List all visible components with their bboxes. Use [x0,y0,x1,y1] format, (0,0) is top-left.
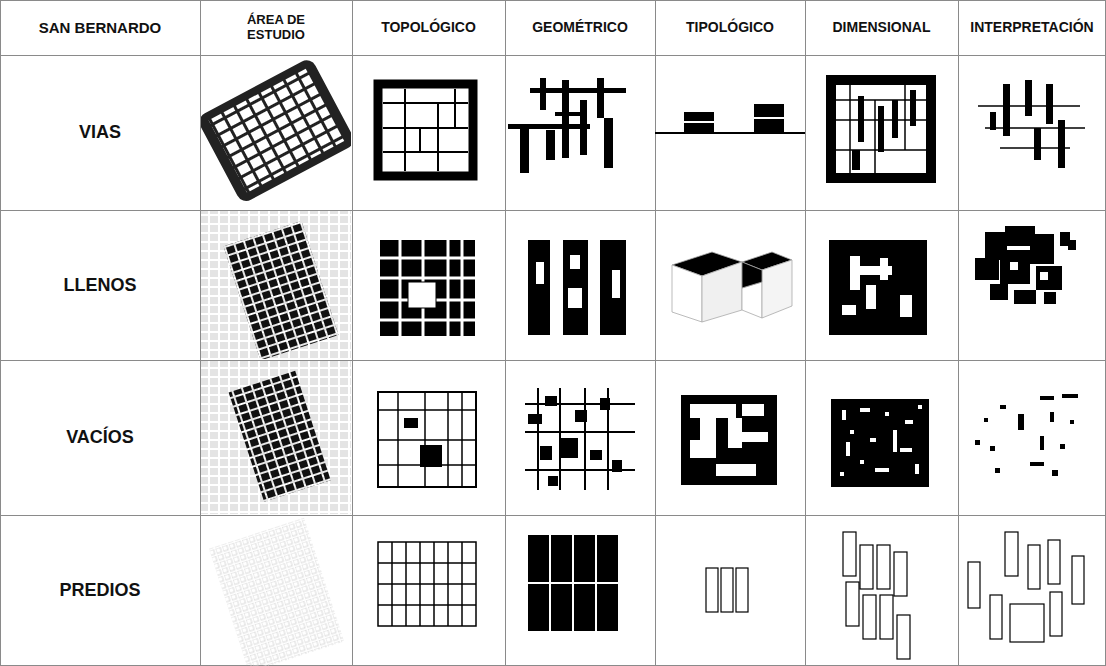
header-cell: SAN BERNARDO [39,19,162,36]
header-cell-box: TIPOLÓGICO [655,0,805,55]
row-label-box: LLENOS [0,210,200,360]
header-cell-box: TOPOLÓGICO [352,0,505,55]
row-label-box: VIAS [0,55,200,210]
header-cell-box: GEOMÉTRICO [505,0,655,55]
header-cell: ÁREA DE ESTUDIO [226,13,326,43]
row-label: PREDIOS [59,580,140,601]
row-label: LLENOS [63,275,136,296]
header-cell-box: SAN BERNARDO [0,0,200,55]
row-label-box: PREDIOS [0,515,200,666]
header-cell: TIPOLÓGICO [686,19,774,35]
header-cell: TOPOLÓGICO [381,19,476,35]
header-cell: INTERPRETACIÓN [970,19,1093,35]
header-cell: GEOMÉTRICO [532,19,628,35]
header-cell-box: DIMENSIONAL [805,0,958,55]
row-label: VIAS [79,122,121,143]
row-label: VACÍOS [66,427,134,448]
header-cell-box: ÁREA DE ESTUDIO [200,0,352,55]
row-label-box: VACÍOS [0,360,200,515]
header-cell-box: INTERPRETACIÓN [958,0,1106,55]
header-cell: DIMENSIONAL [833,19,931,35]
